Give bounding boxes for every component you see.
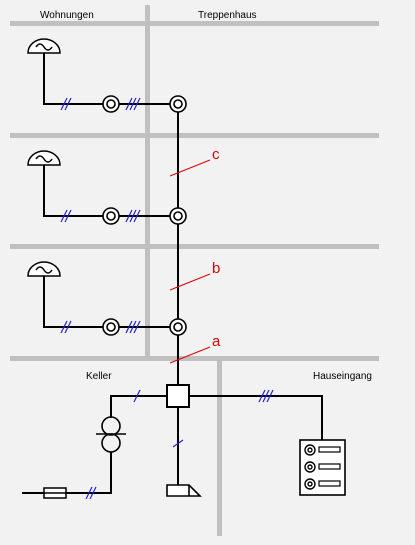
basement-wiring: [22, 395, 323, 494]
bell-button-row: [304, 444, 341, 456]
cable-tick: [64, 97, 72, 111]
annotation-label-a: a: [212, 333, 221, 350]
door-opener-icon: [166, 484, 202, 497]
label-wohnungen: Wohnungen: [40, 10, 94, 21]
double-circle-icon: [169, 318, 187, 336]
bell-tone-icon: [27, 261, 61, 277]
basement-cable-ticks: [85, 389, 274, 500]
cable-tick: [258, 389, 266, 403]
cable-tick: [125, 209, 133, 223]
annotation-label-b: b: [212, 260, 220, 277]
annotation-c: c: [169, 146, 220, 177]
apartment-wire: [43, 165, 103, 217]
annotation-a: a: [169, 333, 221, 364]
wire-to-entrance: [189, 395, 323, 440]
cable-tick: [129, 320, 137, 334]
annotation-label-c: c: [212, 146, 220, 163]
transformer-icon: [96, 416, 126, 453]
label-hauseingang: Hauseingang: [313, 371, 372, 382]
cable-tick: [125, 320, 133, 334]
cable-tick: [60, 320, 68, 334]
cable-tick: [89, 486, 97, 500]
double-circle-icon: [169, 207, 187, 225]
cable-tick: [133, 97, 141, 111]
apartment-wire: [43, 53, 103, 105]
floor-line-2: [10, 133, 379, 138]
cable-tick: [172, 439, 184, 448]
bell-tone-icon: [27, 38, 61, 54]
apartment-unit-top: [27, 38, 187, 113]
fuse-icon: [43, 487, 67, 499]
building-walls: [10, 5, 379, 536]
double-circle-icon: [102, 207, 120, 225]
doorbell-panel-icon: [299, 439, 346, 496]
mains-supply-wire: [22, 452, 112, 494]
annotation-leader-c: [169, 159, 211, 177]
double-circle-icon: [169, 95, 187, 113]
apartment-unit-bottom: [27, 261, 187, 336]
bell-tone-icon: [27, 150, 61, 166]
cable-tick: [125, 97, 133, 111]
cable-tick: [60, 97, 68, 111]
cable-tick: [133, 389, 141, 403]
junction-box-icon: [166, 384, 190, 408]
bell-button-row: [304, 461, 341, 473]
cable-tick: [266, 389, 274, 403]
basement-wall: [217, 356, 222, 536]
annotation-leader-a: [169, 346, 211, 364]
cable-tick: [64, 320, 72, 334]
cable-tick: [129, 209, 137, 223]
cable-tick: [133, 209, 141, 223]
cable-tick: [64, 209, 72, 223]
double-circle-icon: [102, 318, 120, 336]
cable-tick: [129, 97, 137, 111]
apartment-wire: [43, 276, 103, 328]
cable-tick: [85, 486, 93, 500]
annotation-b: b: [169, 260, 220, 291]
stairwell-wall: [145, 5, 150, 361]
double-circle-icon: [102, 95, 120, 113]
apartment-unit-middle: [27, 150, 187, 225]
cable-tick: [133, 320, 141, 334]
wire-to-transformer: [110, 395, 167, 418]
cable-tick: [262, 389, 270, 403]
bell-button-row: [304, 478, 341, 490]
floor-line-basement: [10, 356, 379, 361]
annotation-leader-b: [169, 273, 211, 291]
cable-tick: [60, 209, 68, 223]
floor-line-3: [10, 244, 379, 249]
label-keller: Keller: [86, 371, 112, 382]
floor-line-top: [10, 21, 379, 26]
label-treppenhaus: Treppenhaus: [198, 10, 257, 21]
